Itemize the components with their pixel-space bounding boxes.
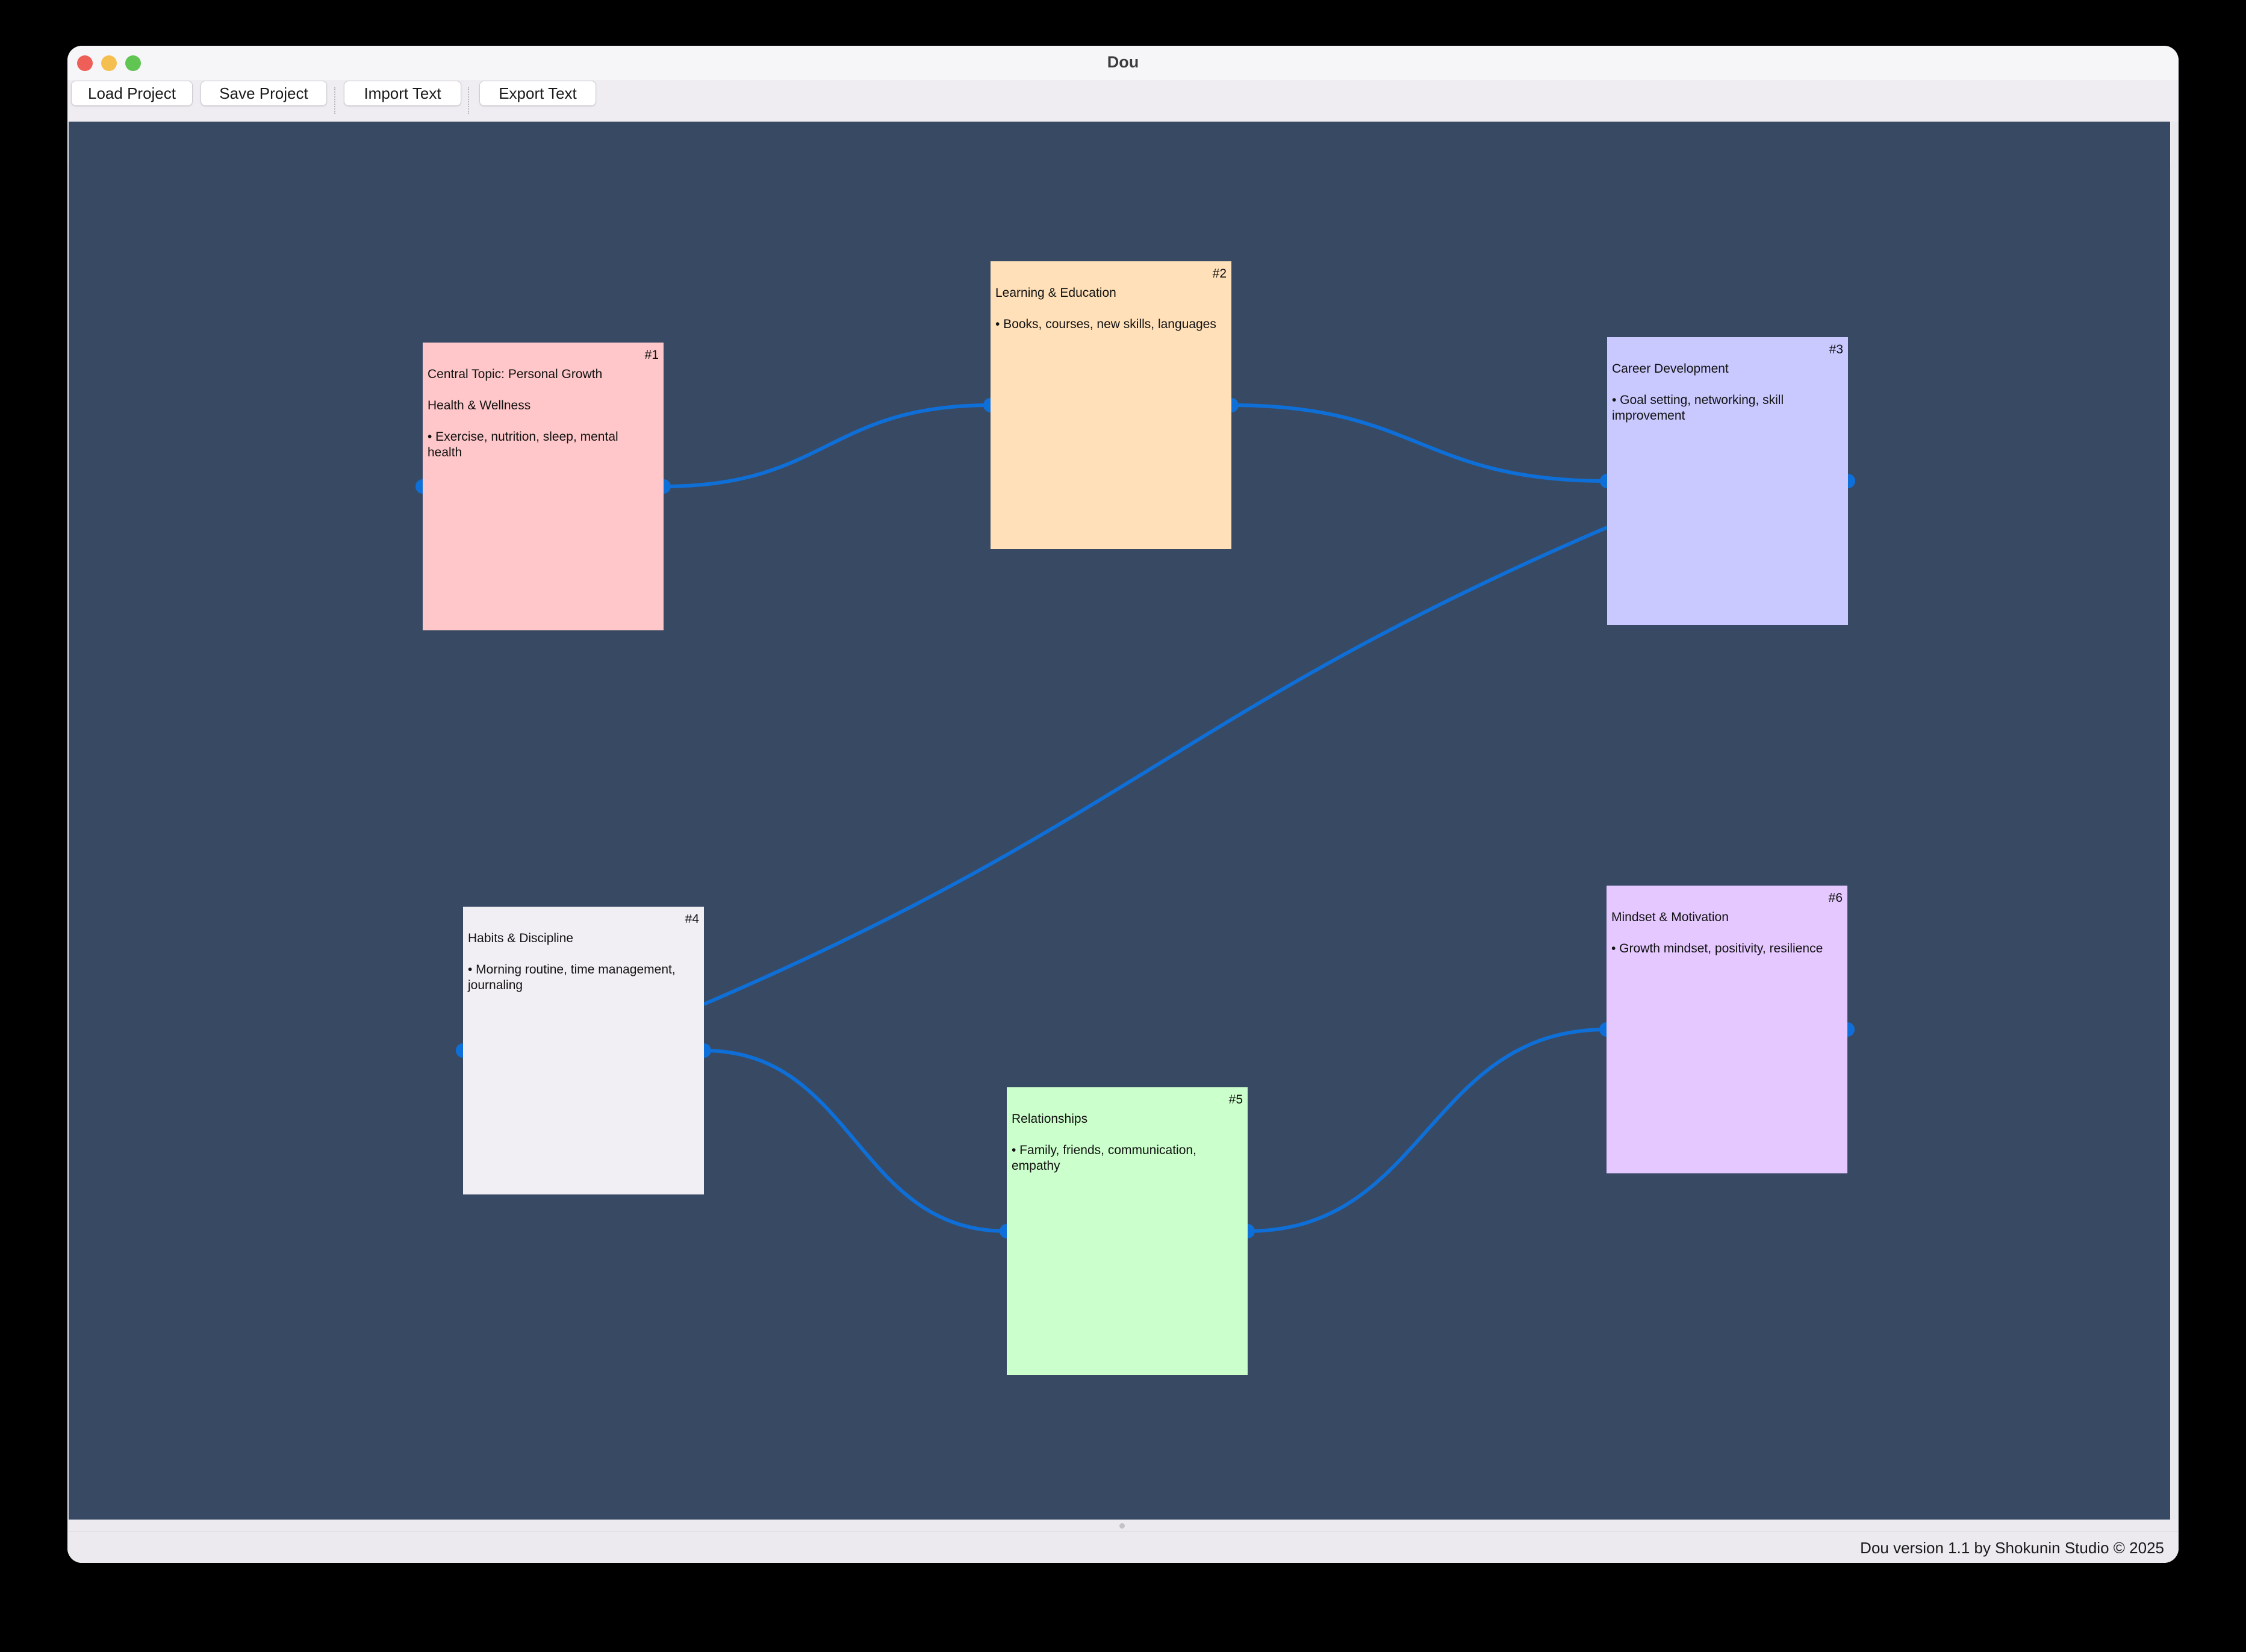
card-number: #2	[1212, 267, 1227, 281]
status-bar: Dou version 1.1 by Shokunin Studio © 202…	[67, 1532, 2179, 1563]
window-title: Dou	[1107, 53, 1139, 71]
split-handle[interactable]	[67, 1520, 2179, 1532]
save-project-button[interactable]: Save Project	[201, 81, 327, 106]
connection-line	[703, 1049, 1007, 1233]
import-text-button[interactable]: Import Text	[344, 81, 461, 106]
card-number: #5	[1228, 1093, 1243, 1107]
card-number: #6	[1828, 891, 1843, 905]
card-text[interactable]: Learning & Education • Books, courses, n…	[995, 286, 1216, 331]
export-text-button[interactable]: Export Text	[479, 81, 596, 106]
status-text: Dou version 1.1 by Shokunin Studio © 202…	[1860, 1539, 2164, 1557]
zoom-window-button[interactable]	[125, 55, 141, 71]
title-bar: Dou	[67, 46, 2179, 81]
vertical-scrollbar[interactable]	[2171, 122, 2179, 1520]
card-text[interactable]: Mindset & Motivation • Growth mindset, p…	[1611, 910, 1823, 955]
card-number: #3	[1829, 343, 1843, 356]
close-window-button[interactable]	[77, 55, 93, 71]
load-project-button[interactable]: Load Project	[71, 81, 193, 106]
toolbar-separator	[468, 87, 469, 114]
card-text[interactable]: Central Topic: Personal Growth Health & …	[428, 367, 618, 459]
split-grip-icon	[1119, 1523, 1125, 1529]
card-text[interactable]: Career Development • Goal setting, netwo…	[1612, 362, 1784, 423]
connection-line	[703, 526, 1608, 1006]
card-text[interactable]: Relationships • Family, friends, communi…	[1012, 1112, 1196, 1173]
card-number: #1	[644, 348, 659, 362]
connection-line	[1231, 403, 1608, 483]
connection-line	[1247, 1028, 1607, 1233]
minimize-window-button[interactable]	[101, 55, 117, 71]
connection-line	[663, 403, 991, 488]
card-number: #4	[685, 912, 699, 926]
app-window: Dou Load Project Save Project Import Tex…	[67, 46, 2179, 1563]
card-text[interactable]: Habits & Discipline • Morning routine, t…	[468, 931, 676, 992]
toolbar-separator	[334, 87, 335, 114]
